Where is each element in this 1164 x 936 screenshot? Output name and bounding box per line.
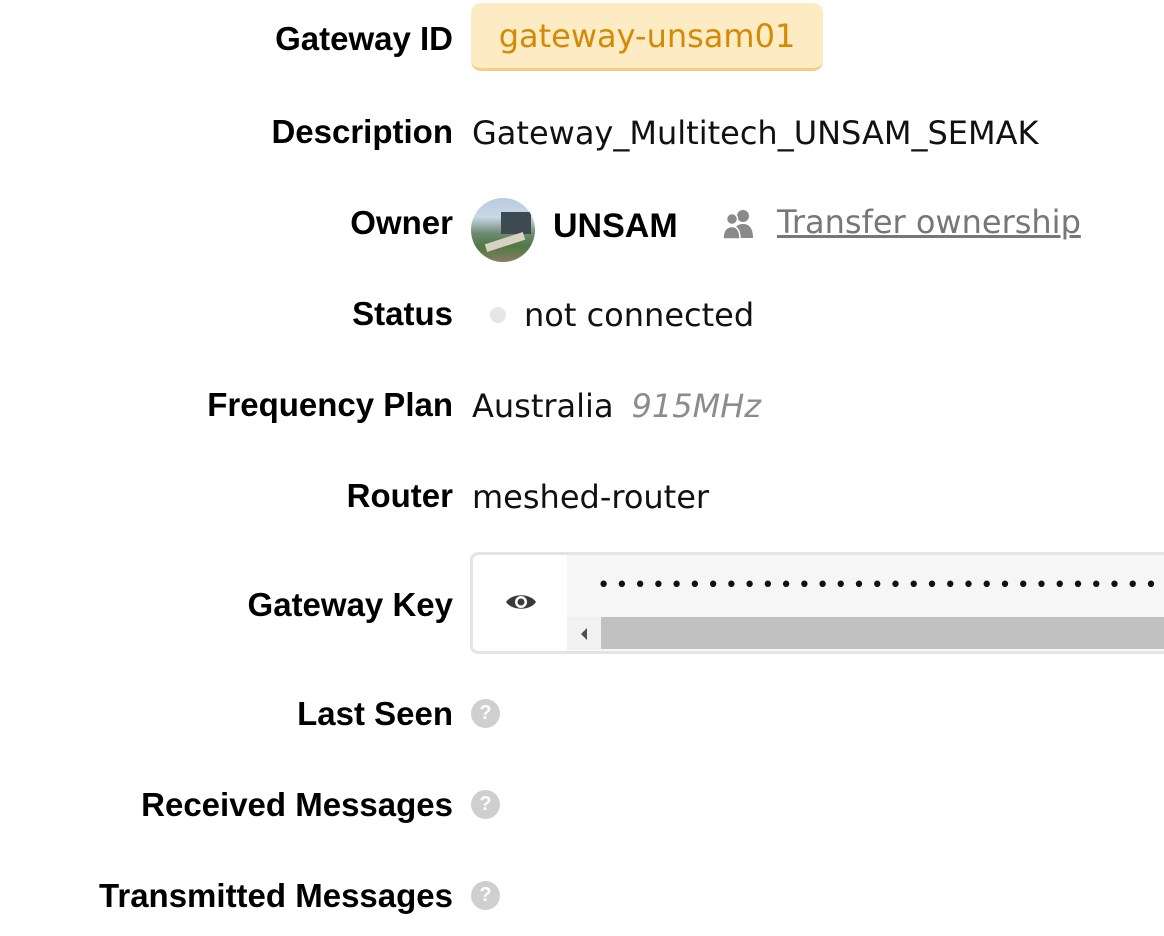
- gateway-id-badge: gateway-unsam01: [471, 3, 823, 71]
- reveal-key-button[interactable]: [476, 558, 566, 651]
- status-value: not connected: [524, 296, 755, 334]
- last-seen-label: Last Seen: [297, 695, 453, 732]
- status-label: Status: [352, 295, 453, 332]
- gateway-key-masked: ••••••••••••••••••••••••••••••••: [597, 573, 1164, 598]
- frequency-plan-value: Australia 915MHz: [472, 386, 761, 426]
- scrollbar-thumb[interactable]: [601, 617, 1164, 649]
- users-icon: [721, 208, 757, 240]
- status-dot: [490, 307, 506, 323]
- owner-name[interactable]: UNSAM: [553, 207, 678, 245]
- gateway-key-label: Gateway Key: [247, 586, 453, 623]
- gateway-id-label: Gateway ID: [275, 20, 453, 57]
- owner-label: Owner: [350, 204, 453, 241]
- received-messages-label: Received Messages: [141, 786, 453, 823]
- description-label: Description: [271, 113, 453, 150]
- last-seen-help-icon[interactable]: ?: [471, 699, 500, 728]
- gateway-key-field[interactable]: ••••••••••••••••••••••••••••••••: [567, 555, 1164, 651]
- scroll-left-arrow-icon[interactable]: [575, 625, 593, 643]
- key-horizontal-scrollbar[interactable]: [567, 617, 1164, 649]
- frequency-plan-label: Frequency Plan: [207, 386, 453, 423]
- received-messages-help-icon[interactable]: ?: [471, 790, 500, 819]
- transmitted-messages-label: Transmitted Messages: [99, 877, 453, 914]
- owner-avatar: [471, 198, 535, 262]
- eye-icon: [505, 592, 537, 617]
- router-value: meshed-router: [472, 478, 710, 516]
- transmitted-messages-help-icon[interactable]: ?: [471, 881, 500, 910]
- router-label: Router: [346, 477, 453, 514]
- gateway-key-box: ••••••••••••••••••••••••••••••••: [470, 552, 1164, 654]
- transfer-ownership-link[interactable]: Transfer ownership: [777, 203, 1081, 241]
- frequency-plan-band: 915MHz: [631, 387, 762, 425]
- description-value: Gateway_Multitech_UNSAM_SEMAK: [472, 114, 1039, 152]
- frequency-plan-region: Australia: [472, 387, 614, 425]
